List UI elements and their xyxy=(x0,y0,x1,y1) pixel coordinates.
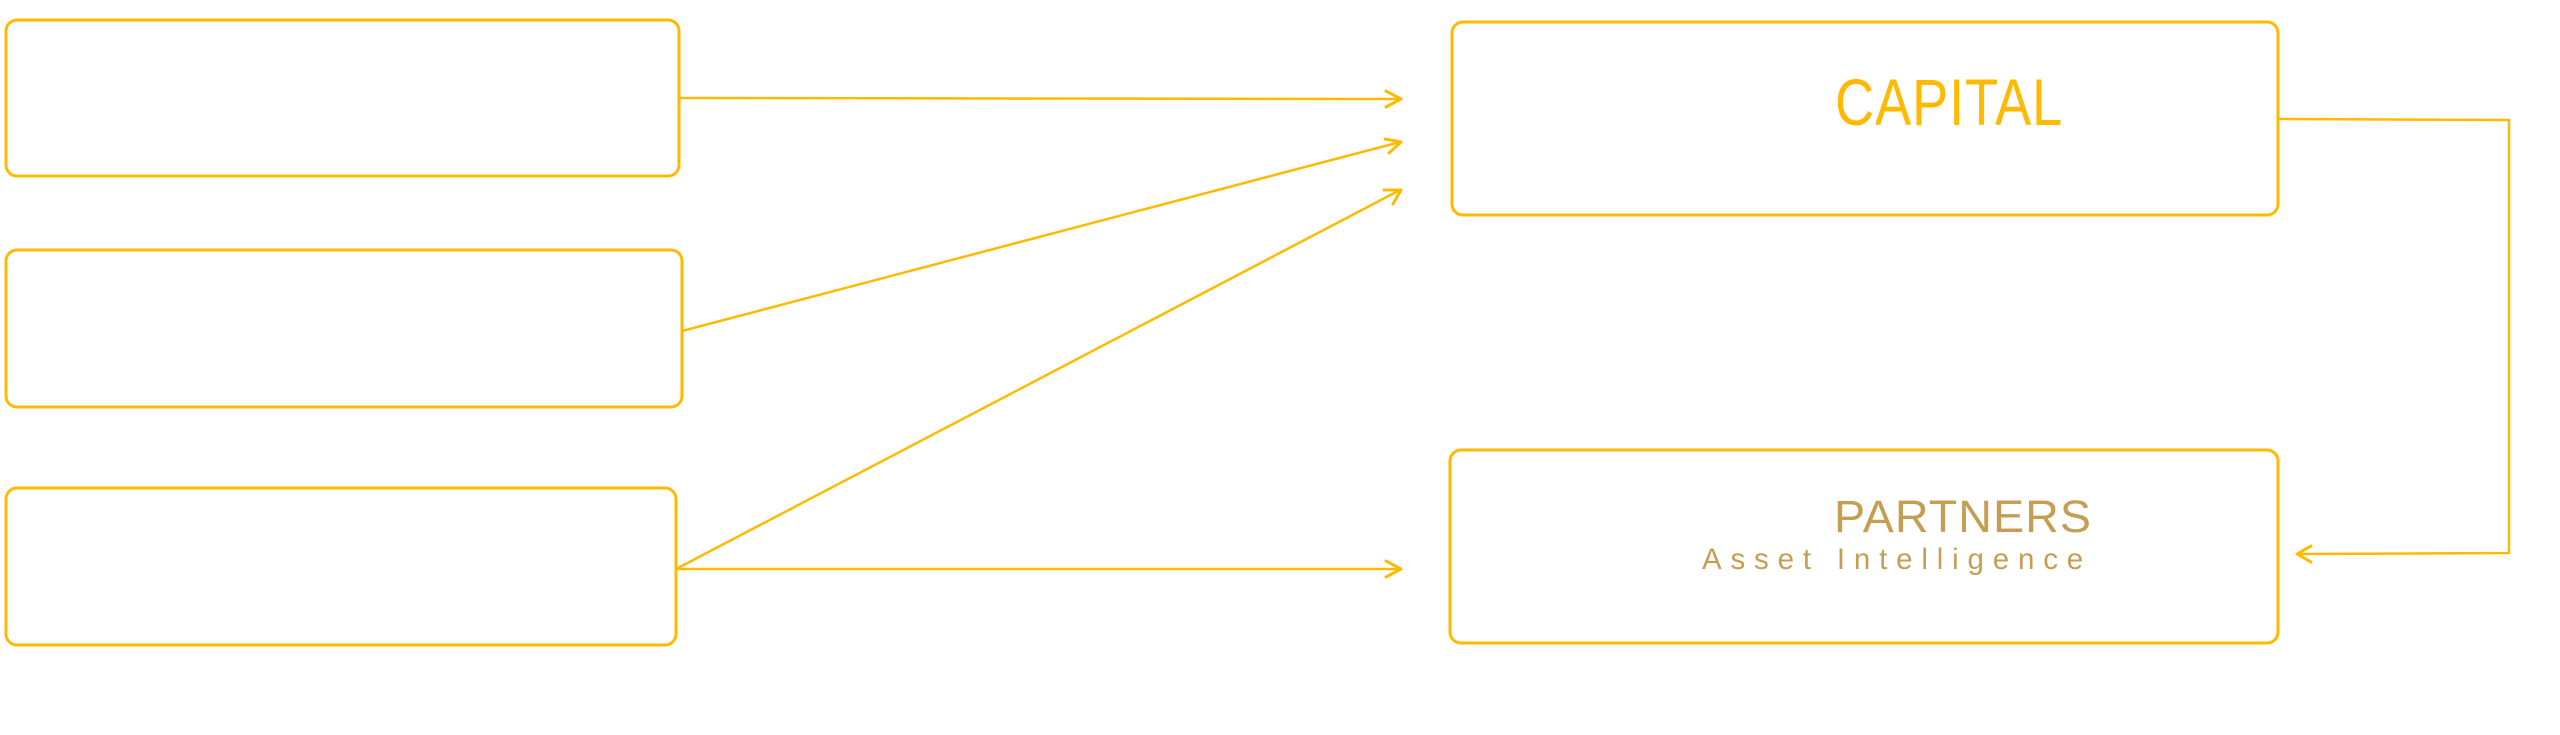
partners-box xyxy=(1448,448,2280,645)
connector-source3-to-capital xyxy=(675,188,1403,571)
source-box-3 xyxy=(4,486,678,647)
partners-label: PARTNERS xyxy=(1834,491,2092,542)
source-box-1 xyxy=(4,18,681,178)
connector-capital-to-partners xyxy=(2278,117,2511,564)
arrowhead-icon xyxy=(1382,188,1403,206)
arrowhead-icon xyxy=(2295,544,2313,564)
arrowhead-icon xyxy=(1384,89,1403,109)
source-box-2 xyxy=(4,248,684,409)
connector-source1-to-capital xyxy=(678,89,1403,109)
connector-source3-to-partners xyxy=(676,559,1403,579)
arrowhead-icon xyxy=(1383,137,1403,155)
connector-source2-to-capital xyxy=(681,137,1403,333)
tagline-label: Asset Intelligence xyxy=(1702,543,2092,576)
capital-label: CAPITAL xyxy=(1835,65,2063,139)
arrowhead-icon xyxy=(1384,559,1403,579)
capital-box xyxy=(1450,20,2280,217)
